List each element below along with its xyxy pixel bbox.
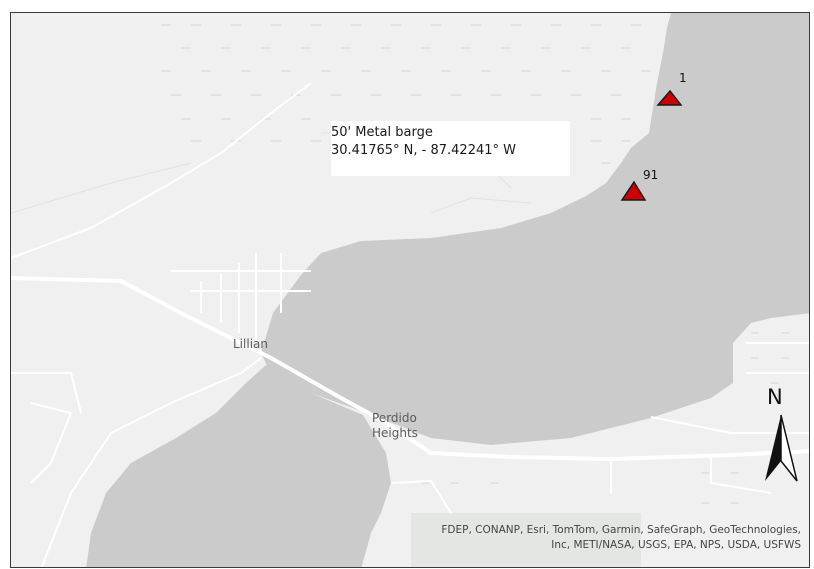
wetland-pattern [161, 24, 789, 504]
bay-water-lower [86, 365, 391, 567]
barge-coordinates: 30.41765° N, - 87.42241° W [331, 143, 516, 158]
barge-annotation-box: 50' Metal barge 30.41765° N, - 87.42241°… [331, 121, 570, 176]
marker-91-triangle [620, 180, 647, 201]
north-arrow-left-half [765, 415, 781, 481]
highway [11, 276, 809, 462]
bay-water-upper [261, 13, 809, 445]
marker-1-triangle [656, 89, 683, 106]
north-arrow-icon [765, 414, 798, 482]
place-label-line2: Heights [372, 426, 418, 440]
basemap [11, 13, 809, 567]
north-letter: N [767, 385, 783, 409]
barge-title: 50' Metal barge [331, 125, 433, 140]
marker-91-label: 91 [643, 168, 659, 182]
attribution-line1: FDEP, CONANP, Esri, TomTom, Garmin, Safe… [441, 524, 801, 536]
place-label-lillian: Lillian [233, 337, 268, 351]
map-frame[interactable]: 50' Metal barge 30.41765° N, - 87.42241°… [10, 12, 810, 568]
wetland-bottom [411, 513, 641, 567]
place-label-line1: Perdido [372, 411, 417, 425]
attribution-line2: Inc, METI/NASA, USGS, EPA, NPS, USDA, US… [551, 539, 801, 551]
north-arrow-right-half [780, 414, 798, 482]
marker-1-label: 1 [679, 71, 687, 85]
map-attribution: FDEP, CONANP, Esri, TomTom, Garmin, Safe… [441, 523, 801, 553]
place-label-perdido-heights: Perdido Heights [372, 411, 418, 441]
